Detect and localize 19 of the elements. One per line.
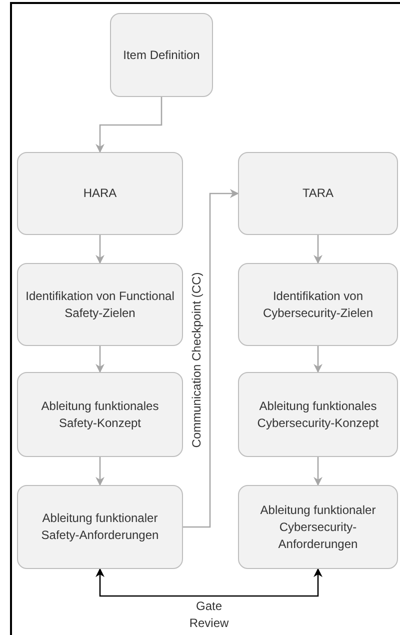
process-box: TARA xyxy=(238,152,398,235)
arrow xyxy=(96,235,104,264)
process-box: Ableitung funktionales Safety-Konzept xyxy=(17,372,183,457)
process-box: Ableitung funktionaler Safety-Anforderungen xyxy=(17,485,183,569)
process-box: HARA xyxy=(17,152,183,235)
process-box: Item Definition xyxy=(110,13,213,97)
process-box: Ableitung funktionaler Cybersecurity-Anforderungen xyxy=(238,485,398,569)
process-box: Identifikation von Cybersecurity-Zielen xyxy=(238,263,398,346)
arrow xyxy=(314,346,322,373)
arrow xyxy=(314,235,322,264)
arrow xyxy=(183,189,239,528)
arrow xyxy=(96,97,162,153)
edge-label: Communication Checkpoint (CC) xyxy=(190,272,204,448)
arrow xyxy=(96,346,104,373)
arrow xyxy=(96,457,104,486)
process-box: Identifikation von Functional Safety-Zielen xyxy=(17,263,183,346)
arrow xyxy=(96,568,322,597)
process-box: Ableitung funktionales Cybersecurity-Konzept xyxy=(238,372,398,457)
arrow xyxy=(314,457,322,486)
